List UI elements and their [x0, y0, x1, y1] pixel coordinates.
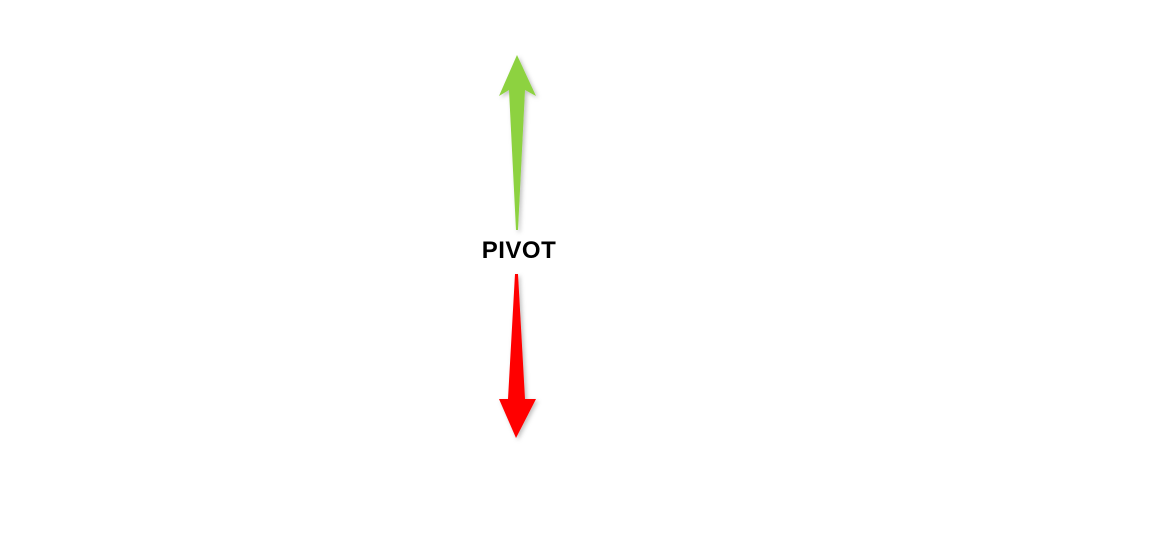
arrow-up-icon: [499, 55, 536, 230]
arrow-down-icon: [499, 274, 536, 438]
pivot-label: PIVOT: [481, 237, 557, 264]
